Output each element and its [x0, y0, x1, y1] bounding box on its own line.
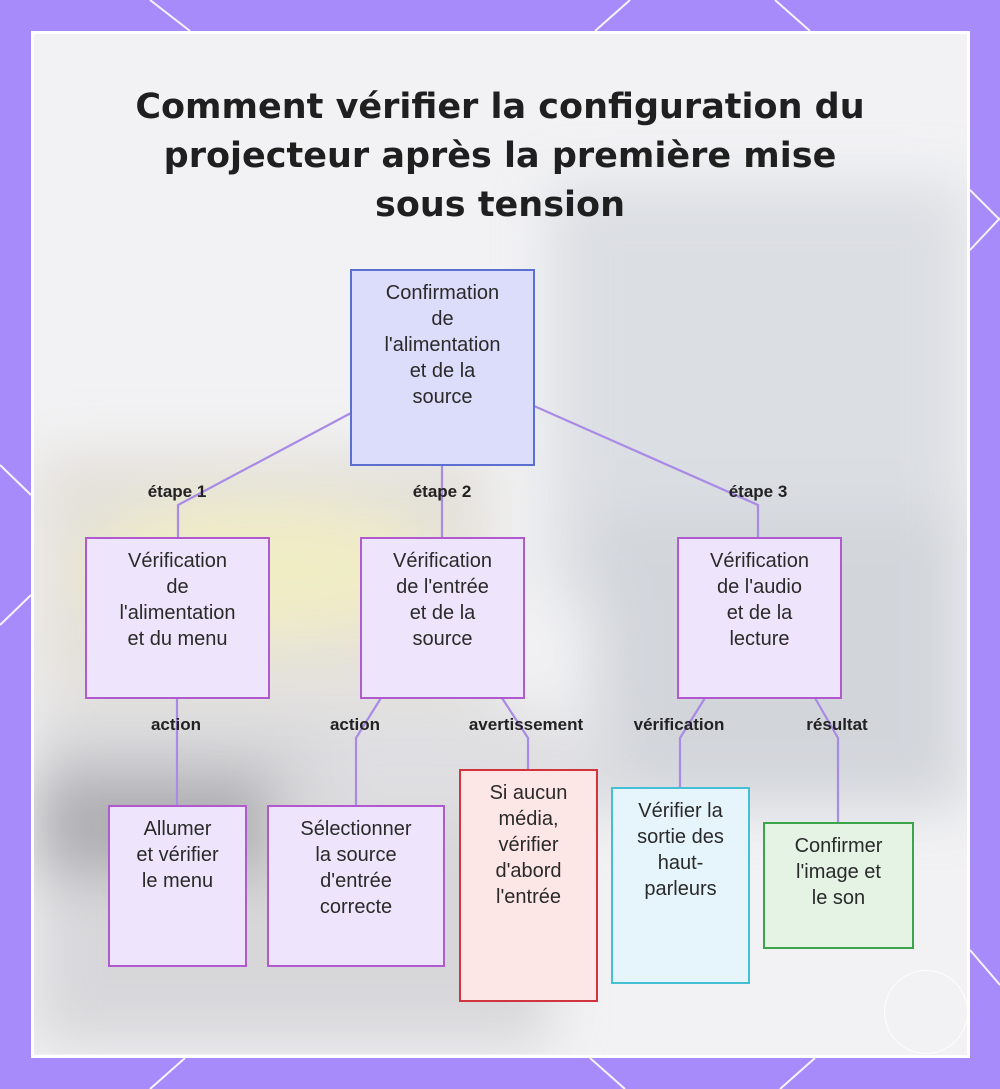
- edge-label-verification: vérification: [633, 715, 725, 734]
- edge-label-etape-1: étape 1: [147, 482, 207, 501]
- node-warning-no-media: Si aucun média, vérifier d'abord l'entré…: [459, 769, 598, 1002]
- edge-label-action-1: action: [150, 715, 202, 734]
- node-step1-power-menu-check: Vérification de l'alimentation et du men…: [85, 537, 270, 699]
- edge-step2-warning: [501, 697, 530, 770]
- node-action-power-on: Allumer et vérifier le menu: [108, 805, 247, 967]
- page-title: Comment vérifier la configuration du pro…: [0, 83, 1000, 230]
- node-check-speakers: Vérifier la sortie des haut- parleurs: [611, 787, 750, 984]
- edge-step3-check: [678, 697, 706, 788]
- title-line-3: sous tension: [375, 185, 625, 225]
- watermark-logo: [884, 970, 968, 1054]
- edge-root-step1: [176, 412, 352, 538]
- node-result-image-sound: Confirmer l'image et le son: [763, 822, 914, 949]
- edge-step2-action2: [354, 697, 382, 806]
- edge-root-step3: [533, 404, 760, 538]
- edge-label-resultat: résultat: [806, 715, 868, 734]
- node-step2-input-source-check: Vérification de l'entrée et de la source: [360, 537, 525, 699]
- edge-label-action-2: action: [329, 715, 381, 734]
- edge-label-etape-3: étape 3: [728, 482, 788, 501]
- node-action-select-source: Sélectionner la source d'entrée correcte: [267, 805, 445, 967]
- title-line-2: projecteur après la première mise: [163, 136, 837, 176]
- edge-label-etape-2: étape 2: [412, 482, 472, 501]
- edge-step3-result: [814, 697, 840, 824]
- node-step3-audio-playback-check: Vérification de l'audio et de la lecture: [677, 537, 842, 699]
- node-power-source-confirmation: Confirmation de l'alimentation et de la …: [350, 269, 535, 466]
- edge-label-avertissement: avertissement: [468, 715, 584, 734]
- title-line-1: Comment vérifier la configuration du: [135, 87, 865, 127]
